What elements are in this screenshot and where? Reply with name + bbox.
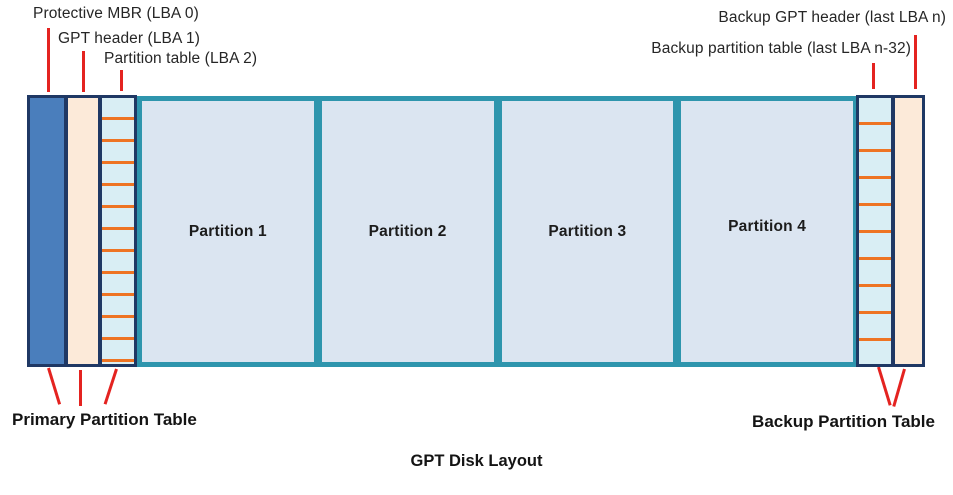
callout-line-backup-partition-table xyxy=(872,63,875,89)
partition-4-label: Partition 4 xyxy=(728,217,807,235)
partition-1: Partition 1 xyxy=(142,101,314,362)
label-primary-partition-table: Primary Partition Table xyxy=(12,410,197,429)
partitions-strip: Partition 1 Partition 2 Partition 3 Part… xyxy=(137,96,858,367)
callout-line-primary-2 xyxy=(79,370,82,406)
partition-table-section xyxy=(102,98,134,364)
callout-line-protective-mbr xyxy=(47,28,50,92)
backup-partition-table-section xyxy=(859,98,891,364)
callout-line-primary-3 xyxy=(103,368,118,405)
gpt-header-section xyxy=(68,98,98,364)
callout-line-backup-1 xyxy=(877,366,892,406)
partition-3: Partition 3 xyxy=(501,101,674,362)
label-partition-table: Partition table (LBA 2) xyxy=(104,50,258,67)
partition-1-label: Partition 1 xyxy=(188,222,267,240)
protective-mbr-section xyxy=(30,98,64,364)
callout-line-partition-table xyxy=(120,70,123,91)
label-backup-partition-table: Backup Partition Table xyxy=(752,412,935,431)
backup-gpt-header-section xyxy=(895,98,922,364)
callout-line-backup-2 xyxy=(892,368,906,407)
callout-line-backup-gpt-header xyxy=(914,35,917,89)
callout-line-gpt-header xyxy=(82,51,85,92)
label-protective-mbr: Protective MBR (LBA 0) xyxy=(33,5,199,22)
label-backup-gpt-header: Backup GPT header (last LBA n) xyxy=(718,9,946,26)
label-backup-partition-table-top: Backup partition table (last LBA n-32) xyxy=(651,40,911,57)
primary-partition-table-group xyxy=(27,95,137,367)
diagram-title: GPT Disk Layout xyxy=(410,452,543,470)
partition-2: Partition 2 xyxy=(321,101,494,362)
partition-2-label: Partition 2 xyxy=(368,222,447,240)
label-gpt-header: GPT header (LBA 1) xyxy=(58,30,200,47)
backup-partition-table-group xyxy=(856,95,925,367)
partition-4: Partition 4 xyxy=(681,101,853,362)
partition-3-label: Partition 3 xyxy=(548,222,627,240)
callout-line-primary-1 xyxy=(47,367,62,405)
